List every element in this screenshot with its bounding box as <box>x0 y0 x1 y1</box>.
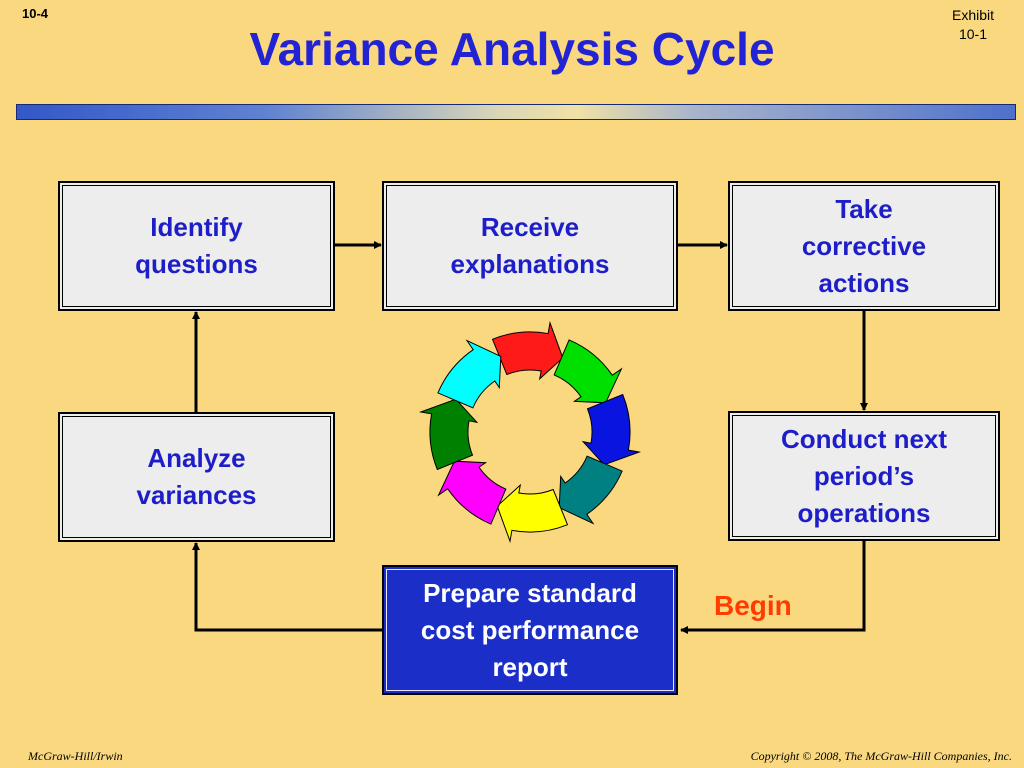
cycle-arrow-segment <box>491 320 564 381</box>
arrow-prepare-to-analyze <box>192 542 383 632</box>
step-identify-label: Identify questions <box>135 212 258 279</box>
cycle-arrow-segment <box>437 460 507 525</box>
cycle-arrow-segment <box>496 483 569 544</box>
step-receive-label: Receive explanations <box>450 212 610 279</box>
arrow-conduct-to-prepare <box>680 540 866 634</box>
step-take-corrective-actions: Take corrective actions <box>728 181 1000 311</box>
step-prepare-label: Prepare standard cost performance report <box>420 577 640 682</box>
cycle-arrow-segment <box>553 339 623 404</box>
cycle-arrow-segment <box>418 398 479 471</box>
step-conduct-label: Conduct next period’s operations <box>780 423 948 528</box>
footer-publisher: McGraw-Hill/Irwin <box>28 749 123 763</box>
exhibit-text: Exhibit 10-1 <box>951 7 995 42</box>
cycle-arrow-segment <box>558 455 623 525</box>
step-prepare-report: Prepare standard cost performance report <box>382 565 678 695</box>
step-analyze-label: Analyze variances <box>136 443 257 510</box>
step-corrective-label: Take corrective actions <box>801 193 927 298</box>
slide-number: 10-4 <box>22 6 49 21</box>
cycle-arrow-segment <box>581 393 642 466</box>
exhibit-label: Exhibit 10-1 <box>938 6 1008 44</box>
footer-copyright: Copyright © 2008, The McGraw-Hill Compan… <box>750 749 1012 763</box>
step-analyze-variances: Analyze variances <box>58 412 335 542</box>
begin-label: Begin <box>714 590 792 621</box>
cycle-arrow-segment <box>437 339 502 409</box>
step-conduct-operations: Conduct next period’s operations <box>728 411 1000 541</box>
step-identify-questions: Identify questions <box>58 181 335 311</box>
step-receive-explanations: Receive explanations <box>382 181 678 311</box>
page-title: Variance Analysis Cycle <box>249 23 775 75</box>
title-underline-bar <box>16 104 1016 120</box>
